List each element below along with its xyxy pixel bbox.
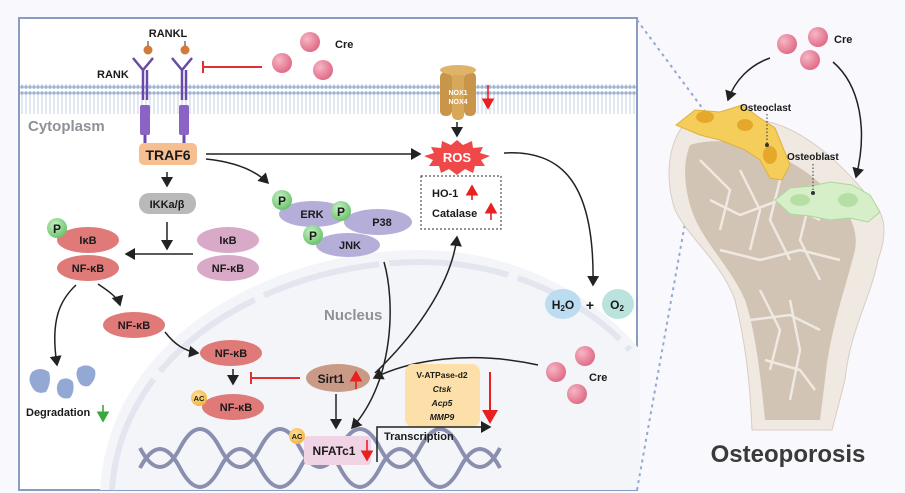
nox-channel-icon [440,65,476,120]
phospho-badge [303,225,323,245]
ikk-node [139,193,196,214]
gene-mmp9: MMP9 [430,412,455,422]
nfatc1-label: NFATc1 [313,444,356,458]
arrow-cre-sirt1 [372,356,539,380]
nfkb-free [103,312,165,338]
rank-receptor [132,41,193,145]
cre-molecules-bone [777,27,828,70]
svg-text:+: + [586,297,594,313]
arrow-cre-osteoclast [725,57,771,102]
ikb-phospho [57,227,119,253]
gene-ctsk: Ctsk [433,384,453,394]
erk-node [279,201,347,227]
arrow-degradation [49,284,77,367]
gene-v-atpase: V-ATPase-d2 [416,370,468,380]
rank-label: RANK [97,69,129,81]
femur-bone-illustration [668,115,885,431]
svg-text:IκB: IκB [219,235,236,247]
proteasome-fragments-icon [29,365,96,399]
svg-text:P: P [53,222,61,236]
svg-text:P: P [337,205,345,219]
jnk-node [316,233,380,257]
svg-text:ERK: ERK [300,209,323,221]
cell-membrane [20,84,636,114]
nox1-label: NOX1 [448,90,467,97]
cre-label-nucleus: Cre [589,372,607,384]
ho1-label: HO-1 [432,188,458,200]
cytoplasm-label: Cytoplasm [28,118,105,135]
nucleus-label: Nucleus [324,307,382,324]
h2o-molecule [545,289,581,319]
nfkb-nuclear [200,340,262,366]
ros-burst [424,140,490,175]
osteoblast-cells [774,181,881,223]
svg-text:NF-κB: NF-κB [220,402,252,414]
rankl-label: RANKL [149,28,188,40]
ikk-label: IKKa/β [150,199,185,211]
svg-text:NF-κB: NF-κB [72,263,104,275]
cre-molecules-top [272,32,333,80]
gene-acp5: Acp5 [431,398,453,408]
catalase-label: Catalase [432,208,477,220]
svg-text:P38: P38 [372,217,392,229]
rankl-ligand [143,45,153,55]
svg-text:NF-κB: NF-κB [212,263,244,275]
osteoporosis-title: Osteoporosis [711,441,866,468]
nfkb-acetylated [202,394,264,420]
o2-molecule [602,289,634,319]
arrow-cre-osteoblast [832,61,865,179]
osteoclast-cells [675,104,791,181]
svg-text:P: P [278,194,286,208]
target-genes-box [405,364,480,427]
nfkb-complex [57,255,119,281]
osteoblast-label: Osteoblast [787,152,839,163]
svg-text:O2: O2 [610,298,624,313]
zoom-connector-top [636,19,721,133]
svg-text:AC: AC [194,394,205,403]
arrow-sirt1-antioxidant [374,235,462,374]
ikb-inactive [197,227,259,253]
cre-label-bone: Cre [834,34,852,46]
ros-label: ROS [443,150,472,165]
svg-text:AC: AC [292,432,303,441]
phospho-badge [272,190,292,210]
transcription-label: Transcription [384,431,454,443]
rankl-ligand [180,45,190,55]
osteoclast-label: Osteoclast [740,103,792,114]
svg-text:IκB: IκB [79,235,96,247]
cre-label-top: Cre [335,39,353,51]
traf6-label: TRAF6 [145,147,190,163]
nox4-label: NOX4 [448,99,467,106]
svg-text:P: P [309,229,317,243]
arrow-ros-water [503,152,600,287]
traf6-node [139,143,197,165]
svg-text:H2O: H2O [552,298,574,313]
nfkb-inactive [197,255,259,281]
p38-node [344,209,412,235]
arrow-mapk-nfatc1 [351,261,391,430]
degradation-label: Degradation [26,407,90,419]
antioxidant-box [420,175,502,230]
transcription-arrow [376,421,492,462]
phospho-badge [47,218,67,238]
acetyl-badge [191,390,207,406]
nfatc1-node [304,436,371,465]
phospho-badge [331,201,351,221]
cre-molecules-nucleus [546,346,595,404]
arrow-traf6-mapk [205,158,270,185]
svg-text:NF-κB: NF-κB [215,348,247,360]
sirt1-label: Sirt1 [318,372,345,386]
acetyl-badge [289,428,305,444]
svg-text:JNK: JNK [339,240,361,252]
svg-text:NF-κB: NF-κB [118,320,150,332]
